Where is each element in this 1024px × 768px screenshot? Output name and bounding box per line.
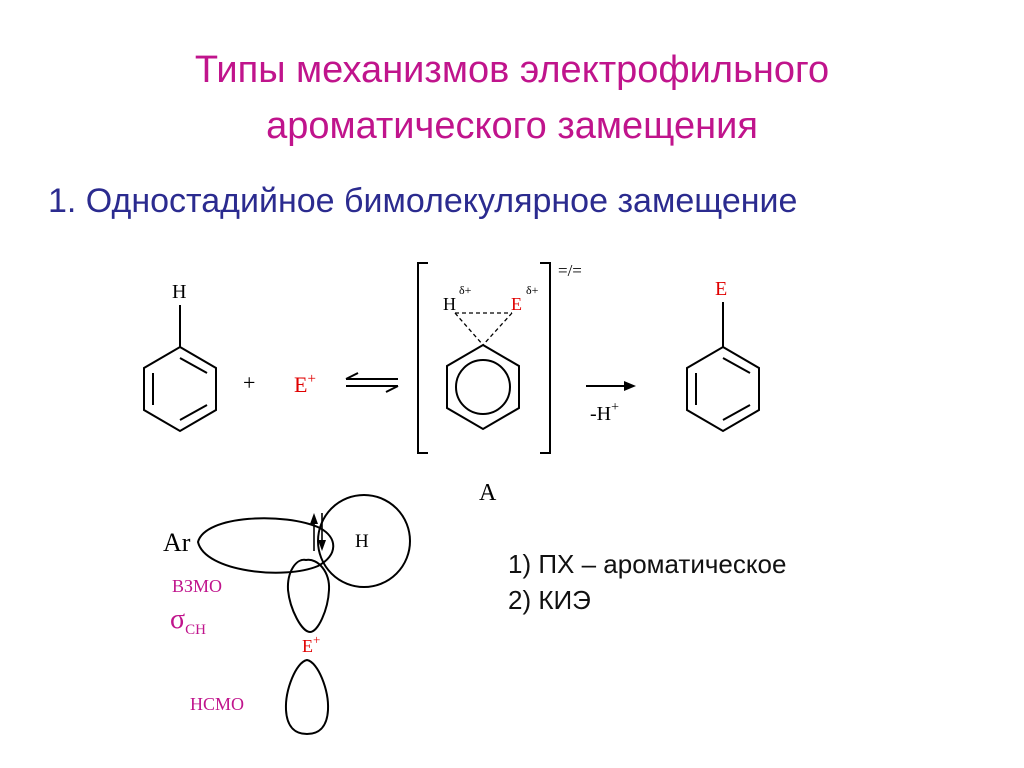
section-subtitle: 1. Одностадийное бимолекулярное замещени…: [48, 182, 798, 220]
orbital-h-label: H: [355, 531, 369, 552]
ts-benzene: [446, 343, 520, 431]
forward-arrow: [586, 381, 636, 391]
ar-label: Ar: [163, 528, 191, 557]
homo-label: ВЗМО: [172, 576, 222, 596]
ts-mark: =/=: [558, 261, 582, 280]
product-benzene: [686, 302, 760, 433]
note-item-1: 1) ПХ – ароматическое: [508, 549, 787, 579]
reactant-h-label: H: [172, 281, 186, 303]
ts-partial-bonds: [454, 312, 513, 346]
ts-brackets: [417, 262, 551, 454]
ts-e-label: E: [511, 294, 522, 314]
ts-h-label: H: [443, 294, 456, 314]
plus-sign: +: [243, 370, 255, 395]
orbital-diagram: [196, 494, 411, 736]
notes-list: 1) ПХ – ароматическое 2) КИЭ: [508, 546, 786, 618]
lumo-label: НСМО: [190, 694, 244, 714]
ts-delta-h: δ+: [459, 283, 472, 297]
electrophile-label: E+: [294, 371, 316, 397]
sigma-ch-label: σCH: [170, 604, 206, 638]
arrow-label: -H+: [590, 400, 619, 425]
ts-label-a: A: [479, 480, 497, 506]
equilibrium-arrows: [345, 372, 399, 393]
title-line-1: Типы механизмов электрофильного: [194, 49, 830, 91]
note-item-2: 2) КИЭ: [508, 585, 591, 615]
title-line-2: ароматического замещения: [266, 105, 758, 147]
ar-orbital-lobe: [196, 517, 335, 574]
orbital-e-label: E+: [302, 632, 320, 656]
page-title: Типы механизмов электрофильного ароматич…: [0, 42, 1024, 154]
product-e-label: E: [715, 278, 727, 300]
h-orbital-lobe: [317, 494, 411, 588]
reactant-benzene: [143, 305, 217, 433]
electron-pair-arrows: [310, 513, 326, 551]
sigma-orbital-lobe: [286, 558, 331, 634]
ts-delta-e: δ+: [526, 283, 539, 297]
lumo-orbital-lobe: [284, 658, 330, 736]
